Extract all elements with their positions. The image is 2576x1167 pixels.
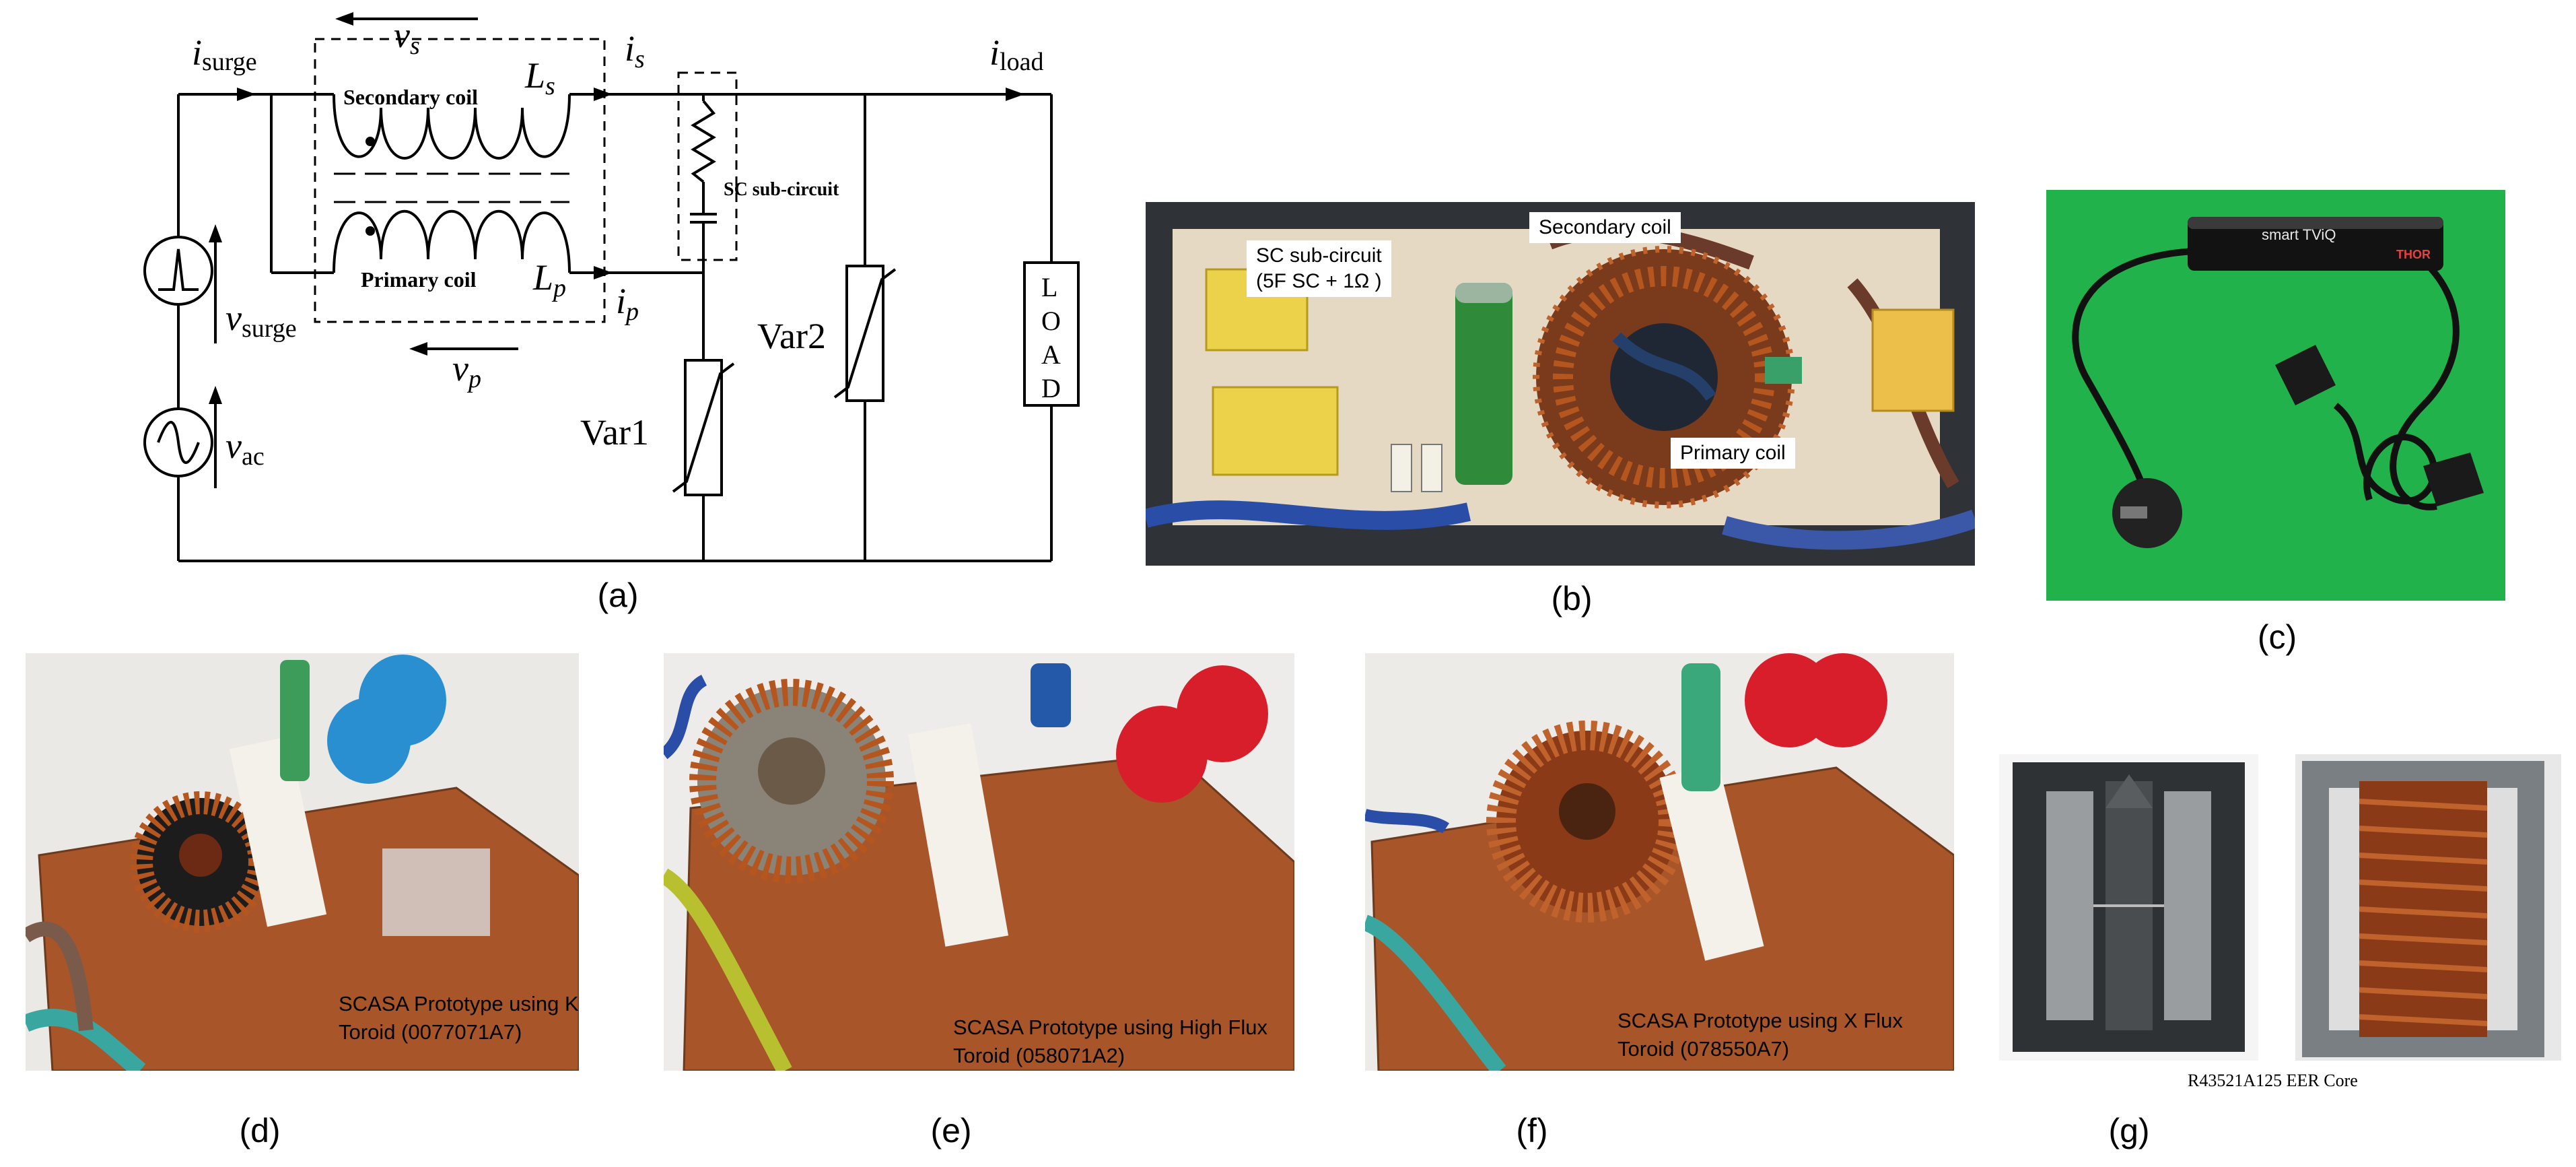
prototype-d-illustration <box>26 655 579 1071</box>
device-brand-label: THOR <box>2396 248 2431 261</box>
i-surge-label: isurge <box>192 32 257 76</box>
primary-coil-label: Primary coil <box>361 267 477 292</box>
l-s-label: Ls <box>524 55 555 100</box>
prototype-e-photo: SCASA Prototype using High Flux Toroid (… <box>664 653 1294 1071</box>
secondary-coil-callout: Secondary coil <box>1529 212 1681 243</box>
prototype-f-caption-line2: Toroid (078550A7) <box>1617 1037 1790 1061</box>
v-surge-label: vsurge <box>225 298 297 343</box>
var2-label: Var2 <box>757 316 826 356</box>
v-s-label: vs <box>394 15 420 60</box>
load-letter: A <box>1041 339 1061 370</box>
prototype-e-illustration <box>664 663 1294 1071</box>
panel-label-a: (a) <box>597 576 639 614</box>
prototype-f-illustration <box>1365 653 1954 1071</box>
eer-core-wound-photo <box>2295 754 2561 1061</box>
eer-core-bare <box>2013 762 2245 1052</box>
circuit-svg: isurge vs is iload Secondary coil Ls Pri… <box>143 12 1080 562</box>
eer-core-photo <box>1999 754 2258 1061</box>
prototype-e-caption-line1: SCASA Prototype using High Flux <box>953 1015 1267 1039</box>
panel-label-d: (d) <box>239 1112 281 1149</box>
v-p-label: vp <box>452 348 481 393</box>
device-illustration <box>2072 217 2484 548</box>
prototype-d-photo: SCASA Prototype using Kool μu Toroid (00… <box>26 653 579 1071</box>
prototype-e-caption: SCASA Prototype using High Flux Toroid (… <box>953 1013 1267 1070</box>
secondary-coil-label: Secondary coil <box>343 85 478 109</box>
eer-core-wound <box>2302 761 2544 1057</box>
prototype-f-caption-line1: SCASA Prototype using X Flux <box>1617 1009 1903 1032</box>
i-load-label: iload <box>989 32 1043 76</box>
load-letter: D <box>1041 373 1061 403</box>
panel-label-b: (b) <box>1551 580 1593 618</box>
var1-label: Var1 <box>580 412 649 453</box>
prototype-d-caption-line1: SCASA Prototype using Kool μu <box>339 992 579 1015</box>
device-name-label: smart TViQ <box>2262 226 2336 243</box>
panel-label-g: (g) <box>2108 1112 2150 1149</box>
sc-subcircuit-callout-line1: SC sub-circuit <box>1256 244 1382 267</box>
prototype-e-caption-line2: Toroid (058071A2) <box>953 1044 1125 1067</box>
load-letter: L <box>1041 272 1057 302</box>
pcb-photo: SC sub-circuit (5F SC + 1Ω ) Secondary c… <box>1146 202 1975 566</box>
circuit-schematic: isurge vs is iload Secondary coil Ls Pri… <box>121 0 1111 579</box>
i-p-label: ip <box>616 281 639 326</box>
eer-core-caption: R43521A125 EER Core <box>2188 1071 2358 1090</box>
panel-label-e: (e) <box>930 1112 972 1149</box>
v-ac-label: vac <box>225 426 265 471</box>
l-p-label: Lp <box>532 257 566 302</box>
sc-subcircuit-callout-line2: (5F SC + 1Ω ) <box>1256 270 1382 292</box>
prototype-d-caption: SCASA Prototype using Kool μu Toroid (00… <box>339 990 579 1046</box>
device-photo: smart TViQ THOR <box>2046 190 2505 601</box>
load-letter: O <box>1041 306 1061 336</box>
i-s-label: is <box>625 28 645 73</box>
panel-label-f: (f) <box>1516 1112 1548 1149</box>
pcb-illustration <box>1146 202 1975 566</box>
panel-label-c: (c) <box>2257 618 2297 656</box>
prototype-d-caption-line2: Toroid (0077071A7) <box>339 1020 522 1044</box>
prototype-f-caption: SCASA Prototype using X Flux Toroid (078… <box>1617 1007 1903 1063</box>
sc-subcircuit-callout: SC sub-circuit (5F SC + 1Ω ) <box>1247 240 1391 297</box>
prototype-f-photo: SCASA Prototype using X Flux Toroid (078… <box>1365 653 1954 1071</box>
sc-subcircuit-label: SC sub-circuit <box>724 179 839 200</box>
primary-coil-callout: Primary coil <box>1671 438 1795 469</box>
